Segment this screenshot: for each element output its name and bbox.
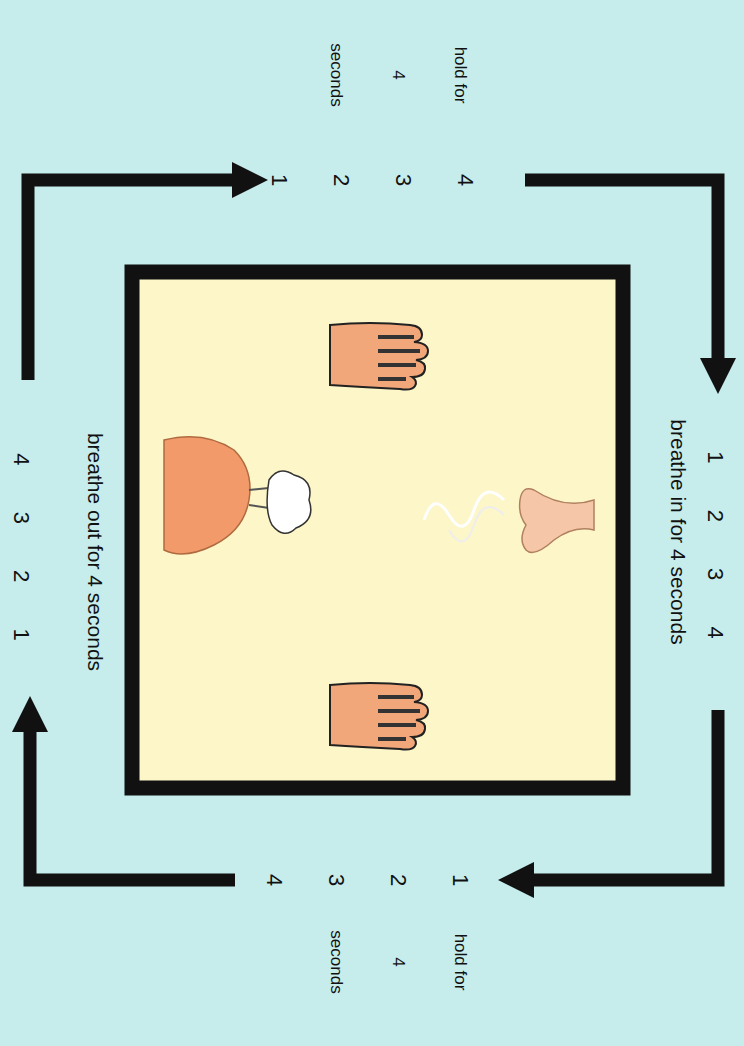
- arrow-heads: [12, 162, 736, 898]
- arrow-head: [12, 696, 48, 732]
- arrow-head: [700, 358, 736, 394]
- count-numbers: 4 3 2 1: [6, 417, 36, 677]
- arrow-head: [232, 162, 268, 198]
- center-square: [132, 272, 623, 788]
- count-numbers: 1 2 3 4: [243, 868, 491, 892]
- count-numbers: 4 3 2 1: [248, 168, 496, 192]
- count-numbers: 1 2 3 4: [700, 415, 730, 675]
- arrow-line: [525, 180, 718, 362]
- nose-breathing-in: [424, 489, 594, 553]
- arrow-head: [498, 862, 534, 898]
- arrow-line: [30, 730, 235, 880]
- hand-right: [330, 683, 428, 750]
- instruction-text: breathe out for 4 seconds: [82, 362, 108, 742]
- instruction-text: hold for 4 seconds: [305, 42, 491, 108]
- arrow-line: [530, 710, 718, 880]
- arrow-line: [28, 180, 236, 380]
- cycle-arrows: [28, 180, 718, 880]
- hand-left: [330, 323, 428, 390]
- face-breathing-out: [164, 437, 311, 554]
- instruction-text: hold for 4 seconds: [305, 929, 491, 995]
- instruction-text: breathe in for 4 seconds: [665, 342, 691, 722]
